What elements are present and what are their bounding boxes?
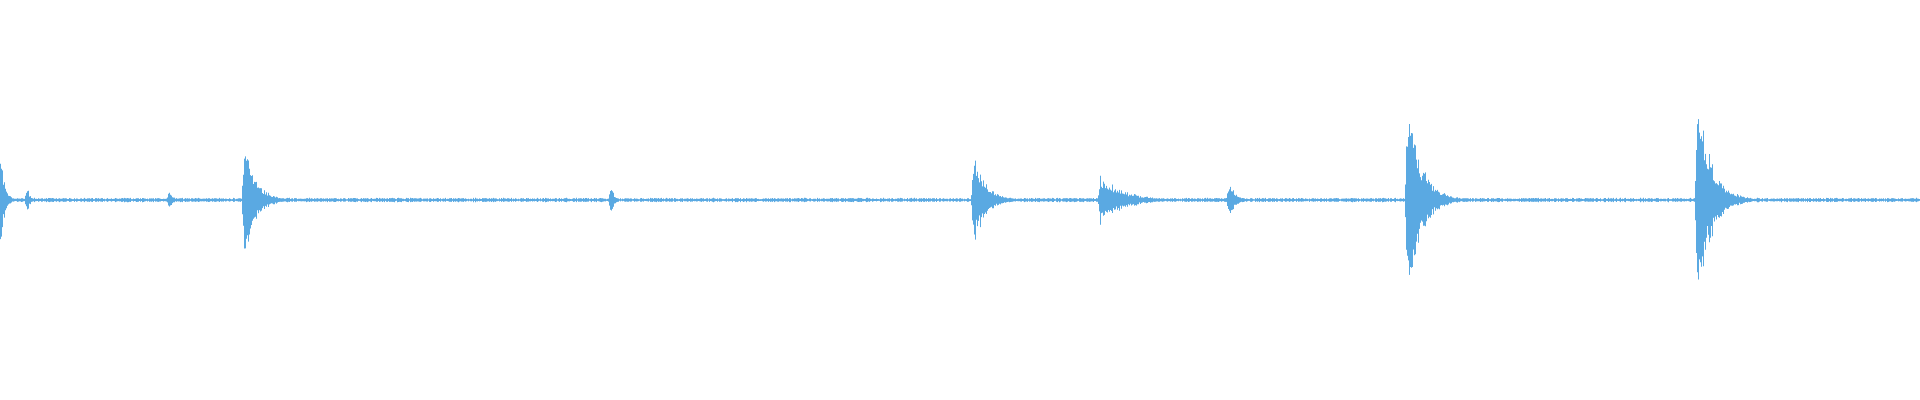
waveform-samples — [0, 119, 1920, 280]
